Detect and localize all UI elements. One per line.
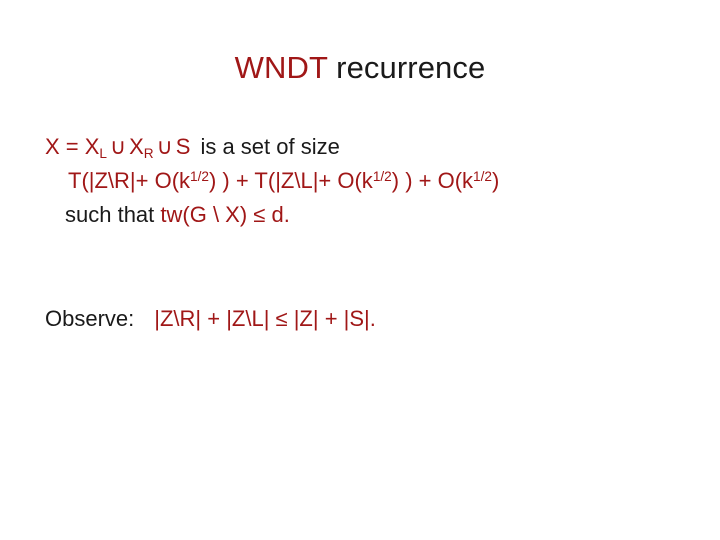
recurrence-part-1: T(|Z\R|+ O(k: [68, 168, 191, 193]
treewidth-condition: tw(G \ X) ≤ d.: [160, 202, 290, 227]
line1-plain-tail: is a set of size: [200, 134, 340, 159]
exponent-half-2: 1/2: [372, 169, 392, 185]
subscript-l: L: [99, 145, 107, 161]
condition-prefix: such that: [65, 202, 161, 227]
page-title: WNDT recurrence: [0, 48, 720, 88]
observe-label: Observe:: [45, 306, 135, 331]
set-x-r: X: [129, 134, 144, 159]
observe-inequality: |Z\R| + |Z\L| ≤ |Z| + |S|.: [154, 306, 376, 331]
set-s: S: [175, 134, 191, 159]
union-symbol-1: ∪: [110, 134, 127, 159]
exponent-half-3: 1/2: [473, 169, 492, 185]
union-symbol-2: ∪: [156, 134, 173, 159]
exponent-half-1: 1/2: [190, 169, 209, 185]
recurrence-part-4: ): [492, 168, 500, 193]
body-line-3-condition: such that tw(G \ X) ≤ d.: [45, 198, 705, 232]
body-line-2-recurrence: T(|Z\R|+ O(k1/2) ) + T(|Z\L|+ O(k1/2) ) …: [45, 164, 705, 198]
title-accent-text: WNDT: [234, 50, 328, 85]
title-plain-text: recurrence: [327, 50, 486, 85]
recurrence-part-3: ) ) + O(k: [391, 168, 474, 193]
recurrence-part-2: ) ) + T(|Z\L|+ O(k: [208, 168, 373, 193]
observe-statement: Observe: |Z\R| + |Z\L| ≤ |Z| + |S|.: [45, 302, 705, 336]
subscript-r: R: [143, 145, 154, 161]
set-definition-x: X = X: [45, 134, 100, 159]
